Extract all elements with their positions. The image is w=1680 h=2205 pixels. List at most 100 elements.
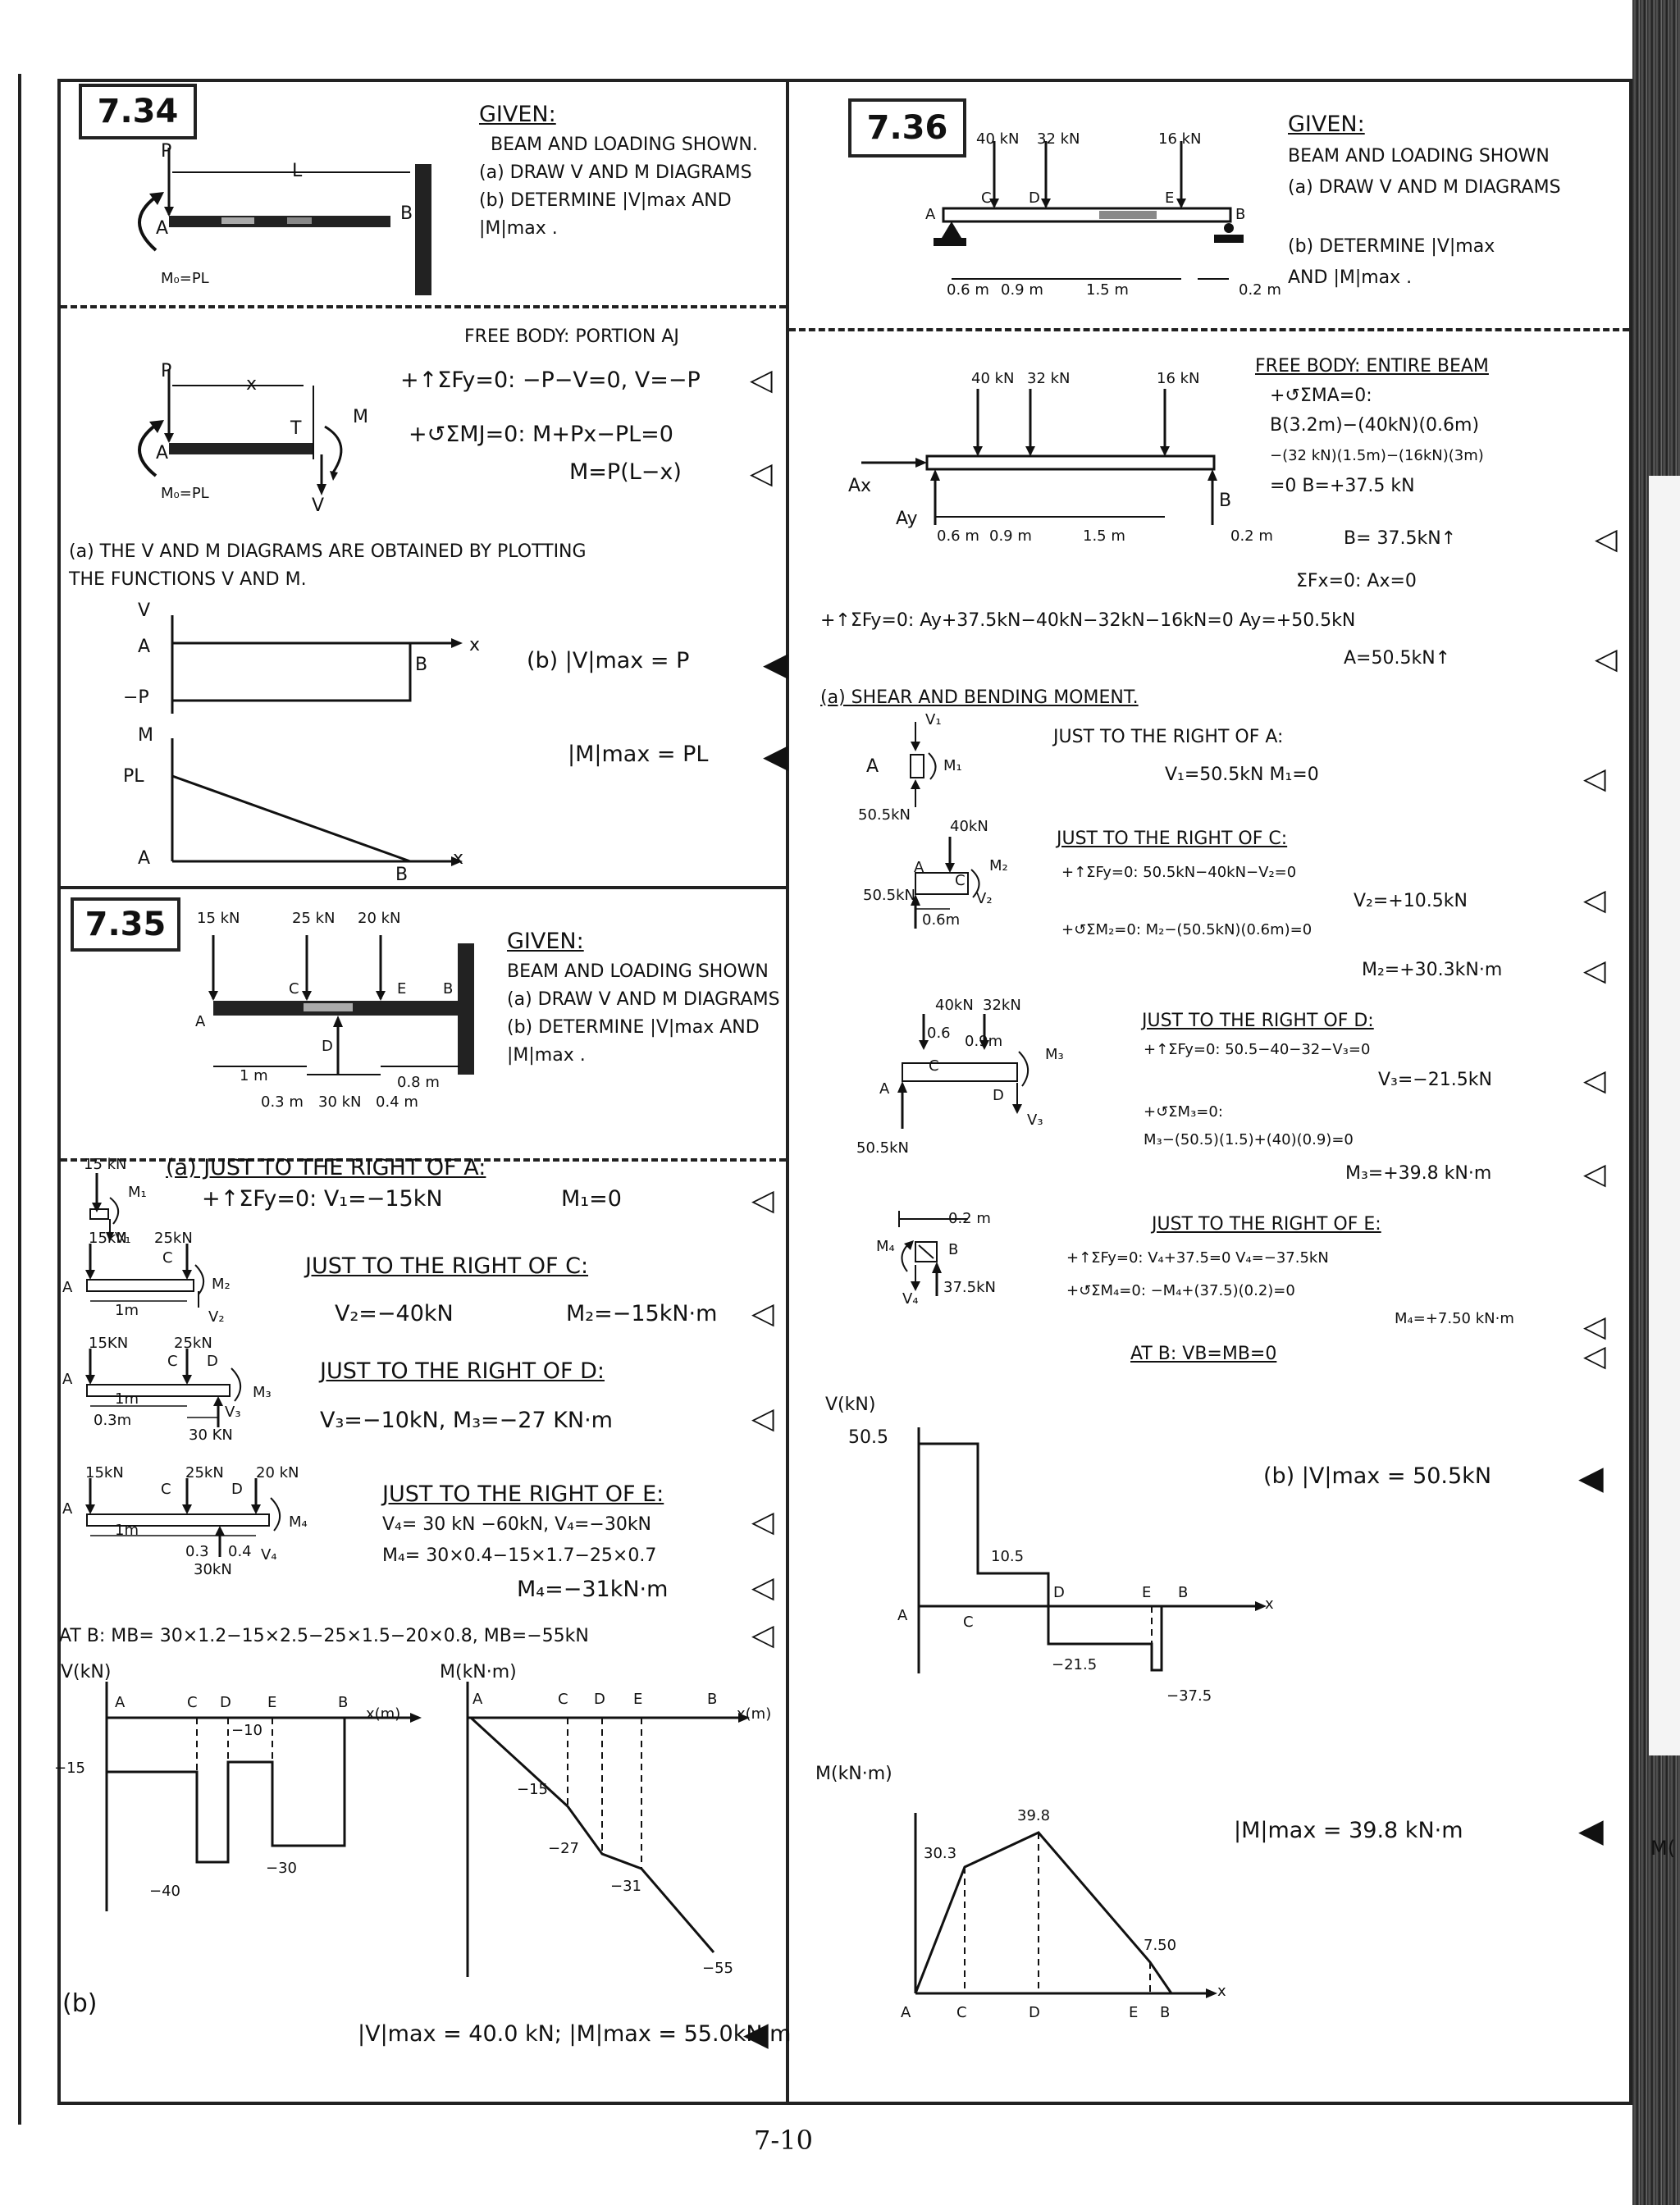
dim-label: 0.6 m: [937, 527, 979, 545]
section-figure: [85, 1478, 281, 1557]
section-figure: [85, 1244, 204, 1308]
point-label: C: [981, 189, 992, 207]
load-label: 16 kN: [1157, 370, 1200, 387]
answer-marker: ◁: [1595, 642, 1618, 676]
point-label: C: [161, 1481, 171, 1498]
answer-marker: ◁: [750, 457, 773, 491]
dim-label: 1.5 m: [1083, 527, 1125, 545]
label-v3: V₃: [225, 1404, 241, 1421]
value-label: −31: [610, 1878, 641, 1895]
axis-title: M(kN·m): [440, 1662, 517, 1682]
load-label: 15 kN: [197, 910, 240, 927]
equation: B= 37.5kN↑: [1344, 528, 1457, 549]
label-l: L: [292, 161, 303, 181]
value-label: 7.50: [1144, 1937, 1177, 1954]
answer-marker: ◁: [751, 1184, 774, 1217]
load-label: 30 KN: [189, 1427, 233, 1444]
dim-label: 30 kN: [318, 1093, 362, 1111]
value-label: 10.5: [991, 1548, 1025, 1565]
shear-diagram-735: [105, 1682, 422, 1911]
next-page-fragment: M(: [1650, 1837, 1676, 1860]
equation: +↑ΣFy=0: V₄+37.5=0 V₄=−37.5kN: [1066, 1249, 1329, 1267]
load-label: 20 kN: [256, 1464, 299, 1481]
section-title: JUST TO THE RIGHT OF A:: [1053, 727, 1284, 747]
answer-marker: ◀: [1578, 1459, 1604, 1497]
answer-marker: ◁: [751, 1297, 774, 1331]
load-label: 15KN: [89, 1335, 129, 1352]
section-figure: [910, 722, 937, 807]
dim-label: 0.6 m: [947, 281, 989, 299]
section-title: (a) JUST TO THE RIGHT OF A:: [166, 1155, 486, 1180]
equation: +↑ΣFy=0: 50.5kN−40kN−V₂=0: [1061, 864, 1297, 881]
label-m1: M₁: [128, 1184, 147, 1201]
point-label: D: [207, 1353, 218, 1370]
value-label: 50.5: [848, 1427, 888, 1448]
value-label: PL: [123, 766, 144, 787]
equation: +↺ΣM₃=0:: [1144, 1103, 1223, 1121]
equation: +↑ΣFy=0: Ay+37.5kN−40kN−32kN−16kN=0 Ay=+…: [820, 610, 1356, 631]
point-label: C: [162, 1249, 173, 1267]
moment-diagram-736: [914, 1813, 1217, 1998]
point-label: D: [1029, 189, 1040, 207]
answer-marker: ◁: [1583, 1310, 1606, 1344]
label-m2: M₂: [989, 857, 1008, 874]
answer-marker: ◁: [1583, 1064, 1606, 1098]
label-b: B: [400, 203, 413, 224]
point-label: B: [395, 865, 409, 885]
label-a: A: [156, 443, 169, 463]
value-label: −27: [548, 1840, 579, 1857]
given-separator-736: [789, 328, 1629, 331]
moment-diagram-735: [466, 1682, 750, 1977]
section-figure: [85, 1349, 241, 1427]
at-b-equation: AT B: MB= 30×1.2−15×2.5−25×1.5−20×0.8, M…: [59, 1626, 589, 1646]
label-x: x: [246, 374, 258, 395]
axis-label: x: [1265, 1596, 1274, 1613]
load-label: 40 kN: [971, 370, 1015, 387]
value-label: −40: [149, 1883, 180, 1900]
label-m3: M₃: [1045, 1046, 1064, 1063]
point-label: C: [167, 1353, 178, 1370]
answer-marker: ◁: [1583, 954, 1606, 988]
load-label: 32 kN: [1037, 130, 1080, 148]
answer-marker: ◁: [750, 363, 773, 397]
label-m: M: [353, 407, 368, 427]
point-label: C: [558, 1691, 568, 1708]
dim-label: 0.4 m: [376, 1093, 418, 1111]
dim-label: 0.2 m: [1230, 527, 1273, 545]
section-title: JUST TO THE RIGHT OF C:: [305, 1253, 589, 1279]
point-label: A: [62, 1279, 73, 1296]
value-label: −30: [266, 1860, 297, 1877]
equation: V₁=50.5kN M₁=0: [1165, 765, 1319, 785]
point-label: E: [633, 1691, 643, 1708]
dim-label: 0.2 m: [1239, 281, 1281, 299]
reaction-label: Ax: [848, 476, 872, 496]
given-separator-735: [61, 1158, 786, 1162]
value-label: 39.8: [1017, 1807, 1051, 1824]
dim-label: 0.8 m: [397, 1074, 440, 1091]
dim-label: 0.9 m: [989, 527, 1032, 545]
dim-label: 0.6m: [922, 911, 961, 929]
section-figure: [898, 1211, 968, 1296]
load-label: 15kN: [85, 1464, 124, 1481]
problem-number-734: 7.34: [79, 84, 197, 139]
point-label: E: [1165, 189, 1175, 207]
given-line: AND |M|max .: [1288, 267, 1413, 288]
load-label: 25kN: [174, 1335, 212, 1352]
axis-label: x(m): [737, 1705, 772, 1723]
given-heading-736: GIVEN:: [1288, 112, 1365, 137]
shear-diagram-734: [171, 615, 463, 714]
equation: +↺ΣM₄=0: −M₄+(37.5)(0.2)=0: [1066, 1282, 1295, 1299]
problem-number-736: 7.36: [848, 98, 966, 158]
shear-diagram-736: [917, 1427, 1267, 1673]
answer-marker: ◁: [751, 1618, 774, 1652]
point-label: C: [963, 1614, 974, 1631]
load-label: 16 kN: [1158, 130, 1202, 148]
value-label: −55: [702, 1960, 733, 1977]
equation: V₃=−10kN, M₃=−27 KN·m: [320, 1408, 613, 1433]
answer-marker: ◁: [1583, 1340, 1606, 1373]
label-j: T: [290, 418, 302, 439]
point-label: C: [929, 1057, 939, 1075]
equation: +↑ΣFy=0: −P−V=0, V=−P: [400, 368, 701, 393]
label-v1: V₁: [925, 711, 942, 728]
part-b-label: (b): [62, 1989, 98, 2018]
